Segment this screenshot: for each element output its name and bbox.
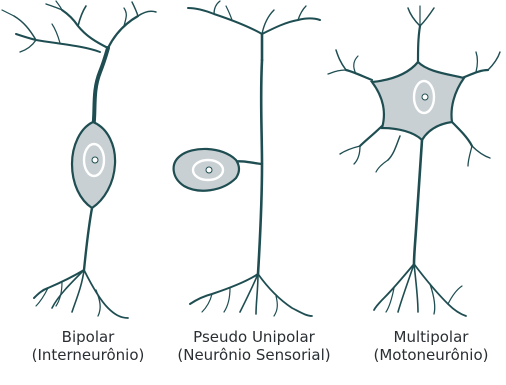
multipolar-axon: [374, 140, 466, 316]
bipolar-type-label: (Interneurônio): [3, 346, 173, 364]
pseudounipolar-dendrites: [188, 1, 320, 60]
bipolar-caption: Bipolar (Interneurônio): [3, 328, 173, 364]
multipolar-name-label: Multipolar: [358, 328, 504, 346]
bipolar-name-label: Bipolar: [3, 328, 173, 346]
bipolar-dendrites: [2, 1, 156, 130]
pseudounipolar-nucleolus: [206, 167, 212, 173]
multipolar-nucleolus: [422, 94, 428, 100]
bipolar-nucleolus: [92, 157, 98, 163]
pseudounipolar-caption: Pseudo Unipolar (Neurônio Sensorial): [158, 328, 350, 364]
bipolar-axon: [34, 208, 128, 318]
pseudounipolar-name-label: Pseudo Unipolar: [158, 328, 350, 346]
multipolar-type-label: (Motoneurônio): [358, 346, 504, 364]
pseudounipolar-neuron: [174, 1, 320, 316]
pseudounipolar-terminals: [190, 274, 312, 316]
pseudounipolar-axon: [258, 60, 262, 274]
bipolar-soma: [72, 122, 115, 208]
multipolar-caption: Multipolar (Motoneurônio): [358, 328, 504, 364]
bipolar-neuron: [2, 1, 156, 318]
multipolar-neuron: [328, 6, 500, 316]
pseudounipolar-type-label: (Neurônio Sensorial): [158, 346, 350, 364]
multipolar-soma: [372, 62, 464, 140]
